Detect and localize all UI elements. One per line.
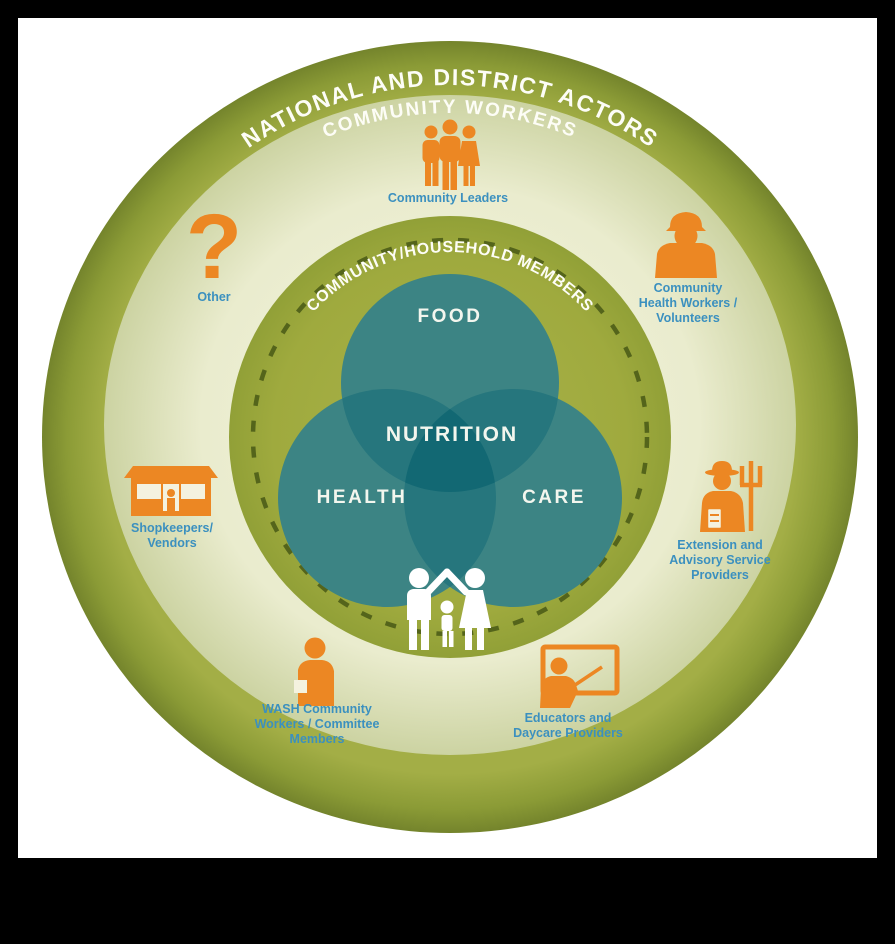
storefront-icon (124, 466, 218, 516)
venn-food-label: FOOD (418, 306, 483, 327)
venn-nutrition-label: NUTRITION (386, 423, 518, 446)
nutrition-venn: FOOD HEALTH CARE NUTRITION (278, 274, 622, 607)
shopkeepers-vendors-label-2: Vendors (147, 536, 196, 550)
venn-health-label: HEALTH (317, 487, 408, 508)
shopkeepers-vendors-label-1: Shopkeepers/ (131, 521, 214, 535)
extension-advisory-label-2: Advisory Service (669, 553, 770, 567)
wash-workers-actor: WASH Community Workers / Committee Membe… (255, 637, 380, 746)
community-health-workers-label-2: Health Workers / (639, 296, 738, 310)
extension-advisory-actor: Extension and Advisory Service Providers (669, 461, 771, 582)
other-actor: ? Other (186, 196, 242, 304)
community-leaders-actor: Community Leaders (388, 119, 508, 205)
dashed-boundary-circle (250, 237, 650, 637)
community-leaders-label: Community Leaders (388, 191, 508, 205)
venn-care-label: CARE (522, 487, 586, 508)
family-household-icon (407, 568, 491, 650)
farmer-icon (700, 461, 763, 532)
shopkeepers-vendors-actor: Shopkeepers/ Vendors (124, 466, 218, 550)
community-health-workers-label-3: Volunteers (656, 311, 720, 325)
people-group-icon (422, 119, 480, 190)
community-health-workers-label-1: Community (654, 281, 723, 295)
extension-advisory-label-3: Providers (691, 568, 749, 582)
wash-workers-label-2: Workers / Committee (255, 717, 380, 731)
educators-daycare-label-1: Educators and (525, 711, 612, 725)
other-label: Other (197, 290, 230, 304)
wash-workers-label-3: Members (290, 732, 345, 746)
educators-daycare-actor: Educators and Daycare Providers (513, 644, 623, 740)
educators-daycare-label-2: Daycare Providers (513, 726, 623, 740)
wash-worker-icon (294, 637, 334, 706)
question-mark-icon: ? (186, 196, 242, 298)
health-worker-icon (655, 212, 717, 278)
wash-workers-label-1: WASH Community (262, 702, 372, 716)
teacher-board-icon (540, 644, 620, 708)
community-health-workers-actor: Community Health Workers / Volunteers (639, 212, 738, 325)
extension-advisory-label-1: Extension and (677, 538, 762, 552)
